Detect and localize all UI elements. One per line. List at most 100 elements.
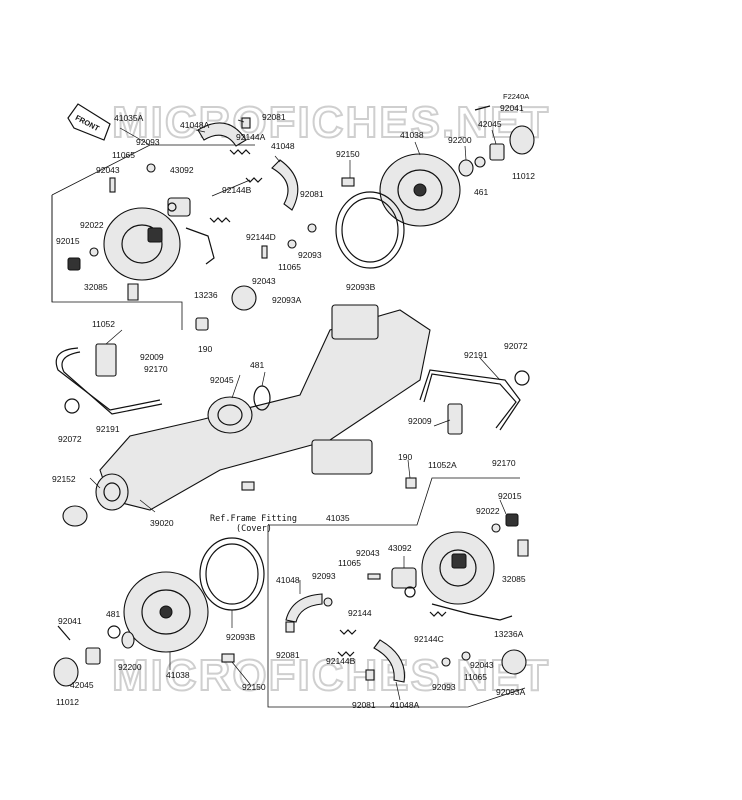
label-92081: 92081	[300, 189, 324, 199]
clip-92081-bl	[285, 621, 295, 633]
label-92150: 92150	[336, 149, 360, 159]
cable-92191-left-2	[61, 351, 163, 415]
label-43092: 43092	[388, 543, 412, 553]
label-481: 481	[250, 360, 264, 370]
label-461: 461	[474, 187, 488, 197]
axle-housing-39020	[95, 304, 431, 511]
spring-92144B	[245, 177, 263, 183]
pin-92043	[109, 177, 116, 193]
cap-11012	[509, 125, 535, 155]
part-labels: 41035A 41048A 92081 92144A 92093 41048 1…	[52, 103, 535, 710]
label-42045: 42045	[478, 119, 502, 129]
label-11065: 11065	[112, 150, 135, 160]
label-92072: 92072	[58, 434, 82, 444]
wheel-cylinder-top	[167, 197, 191, 217]
label-92200: 92200	[118, 662, 142, 672]
bolt-190	[195, 317, 209, 331]
washer-11065	[146, 163, 156, 173]
frame-line	[268, 477, 520, 526]
seal-92093A-bottom	[501, 649, 527, 675]
pin-92041-bottom	[57, 625, 71, 641]
label-92081: 92081	[352, 700, 376, 710]
washer-92200-bottom	[121, 631, 135, 649]
label-42045: 42045	[70, 680, 94, 690]
clip-92081-bottom	[365, 669, 375, 681]
bolt-190-right	[405, 477, 417, 489]
bolt-92150	[341, 177, 355, 187]
spring-92144B-bottom	[337, 651, 355, 657]
washer-92200	[458, 159, 474, 177]
label-92093: 92093	[136, 137, 160, 147]
label-11012: 11012	[56, 697, 79, 707]
bracket-11052	[95, 343, 117, 377]
washer-92093-bottom-2	[441, 657, 451, 667]
backing-plate-left	[103, 207, 181, 281]
label-92093A: 92093A	[496, 687, 526, 697]
label-92093: 92093	[312, 571, 336, 581]
label-92150: 92150	[242, 682, 266, 692]
label-92009: 92009	[408, 416, 432, 426]
label-11052: 11052	[92, 319, 115, 329]
washer-92093-mid	[307, 223, 317, 233]
wheel-cylinder-bottom	[391, 567, 417, 598]
label-92144: 92144	[348, 608, 372, 618]
nut-92015	[67, 257, 81, 271]
label-92144D: 92144D	[246, 232, 276, 242]
washer-461	[474, 156, 486, 168]
nut-92015-right	[505, 513, 519, 527]
label-41035A: 41035A	[114, 113, 144, 123]
washer-92093-bottom	[323, 597, 333, 607]
label-92022: 92022	[476, 506, 500, 516]
label-43092: 43092	[170, 165, 194, 175]
label-39020: 39020	[150, 518, 174, 528]
label-92009: 92009	[140, 352, 164, 362]
label-92015: 92015	[56, 236, 80, 246]
label-11065: 11065	[278, 262, 301, 272]
washer-11065-mid	[287, 239, 297, 249]
label-92200: 92200	[448, 135, 472, 145]
ref-bolt	[241, 481, 255, 491]
ref-note-line2: (Cover)	[236, 524, 272, 534]
label-41048: 41048	[271, 141, 295, 151]
label-11065: 11065	[338, 558, 361, 568]
brake-shoe-41048-bottom	[285, 593, 323, 623]
brake-shoe-41048-top	[271, 159, 299, 211]
label-92045: 92045	[210, 375, 234, 385]
label-92043: 92043	[96, 165, 120, 175]
label-92081: 92081	[276, 650, 300, 660]
label-92015: 92015	[498, 491, 522, 501]
bearing-92045	[207, 396, 253, 434]
pin-92043-mid	[261, 245, 268, 259]
label-92093: 92093	[432, 682, 456, 692]
ring-92093B-bottom	[199, 537, 265, 611]
spring-92144D	[209, 217, 231, 223]
label-92191: 92191	[96, 424, 120, 434]
clip-92072-right	[514, 370, 530, 386]
label-41035: 41035	[326, 513, 350, 523]
label-92144B: 92144B	[222, 185, 252, 195]
bracket-11052A	[447, 403, 463, 435]
label-92191: 92191	[464, 350, 488, 360]
spring-92144	[339, 629, 357, 635]
watermark-top: MICROFICHES.NET	[112, 98, 550, 147]
label-11052A: 11052A	[428, 460, 457, 470]
label-92043: 92043	[470, 660, 494, 670]
label-481: 481	[106, 609, 120, 619]
front-arrow-icon: FRONT	[67, 103, 111, 141]
label-92144B: 92144B	[326, 656, 356, 666]
cable-92191-left	[55, 347, 161, 411]
label-92093A: 92093A	[272, 295, 302, 305]
label-92072: 92072	[504, 341, 528, 351]
label-13236A: 13236A	[494, 629, 524, 639]
pin-92041	[474, 105, 491, 111]
label-92093: 92093	[298, 250, 322, 260]
label-41048: 41048	[276, 575, 300, 585]
brake-shoe-41048A-top	[197, 122, 247, 147]
label-92144C: 92144C	[414, 634, 444, 644]
bolt-92150-bottom	[221, 653, 235, 663]
ring-92093B-top	[335, 191, 405, 269]
cable-92191-right-2	[423, 373, 517, 429]
drum-41038-bottom	[123, 571, 209, 653]
